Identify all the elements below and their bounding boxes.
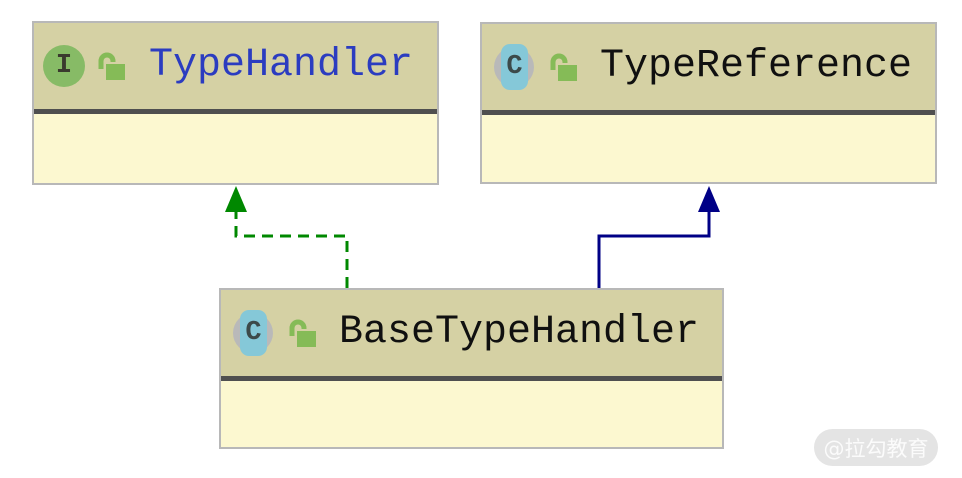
realization-edge-line[interactable] <box>234 212 349 288</box>
class-icon-letter: C <box>506 52 523 82</box>
uml-node-typereference[interactable]: C TypeReference <box>480 22 937 184</box>
node-header: C BaseTypeHandler <box>221 290 722 381</box>
node-title-typehandler: TypeHandler <box>148 43 414 88</box>
watermark-text: @拉勾教育 <box>823 436 929 461</box>
node-members-section <box>34 114 437 274</box>
interface-icon-letter: I <box>55 51 73 81</box>
generalization-edge-basetypehandler-typereference[interactable] <box>597 186 720 288</box>
uml-node-typehandler[interactable]: I TypeHandler <box>32 21 439 185</box>
class-icon: C <box>491 44 537 90</box>
class-icon-pill: C <box>501 44 528 90</box>
node-members-section <box>482 115 935 273</box>
class-icon-letter: C <box>245 318 262 348</box>
class-icon-pill: C <box>240 310 267 356</box>
node-header: C TypeReference <box>482 24 935 115</box>
public-unlocked-icon <box>550 53 577 81</box>
node-header: I TypeHandler <box>34 23 437 114</box>
node-members-section <box>221 381 722 478</box>
uml-node-basetypehandler[interactable]: C BaseTypeHandler <box>219 288 724 449</box>
realization-arrowhead-icon <box>225 186 247 212</box>
node-title-basetypehandler: BaseTypeHandler <box>338 310 700 355</box>
class-icon: C <box>230 310 276 356</box>
public-unlocked-icon <box>289 319 316 347</box>
node-title-typereference: TypeReference <box>599 44 913 89</box>
watermark-badge: @拉勾教育 <box>814 429 938 466</box>
public-unlocked-icon <box>98 52 125 80</box>
realization-edge-basetypehandler-typehandler[interactable] <box>225 186 349 288</box>
interface-icon: I <box>43 45 85 87</box>
generalization-edge-line[interactable] <box>597 212 711 288</box>
generalization-arrowhead-icon <box>698 186 720 212</box>
